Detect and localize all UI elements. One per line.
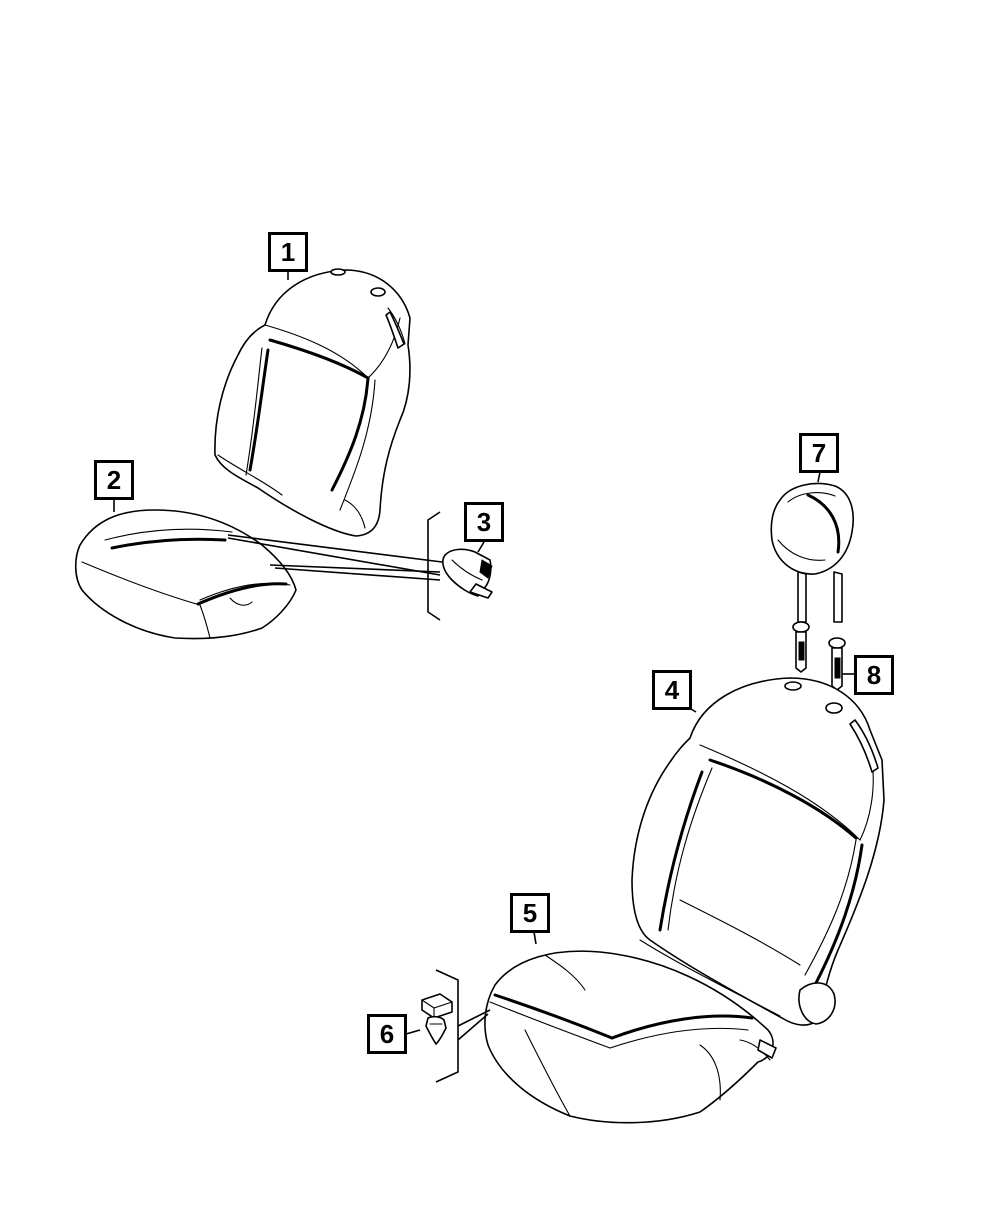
callout-8: 8 xyxy=(854,655,894,695)
part-5-seat-cushion xyxy=(484,950,777,1124)
callout-7: 7 xyxy=(799,433,839,473)
part-3-leader-lines xyxy=(227,534,443,581)
callout-2: 2 xyxy=(94,460,134,500)
callout-3-label: 3 xyxy=(476,507,492,537)
callout-6-label: 6 xyxy=(379,1019,395,1049)
callout-8-label: 8 xyxy=(866,660,882,690)
part-6-bracket xyxy=(435,969,491,1083)
part-3-bracket xyxy=(427,511,441,621)
callout-4-label: 4 xyxy=(664,675,680,705)
part-1-seat-back-cover xyxy=(214,268,411,537)
callout-5: 5 xyxy=(510,893,550,933)
part-8-headrest-guide xyxy=(792,621,846,691)
part-6-clip xyxy=(421,993,453,1045)
part-2-seat-cushion-cover xyxy=(74,509,297,640)
callout-1-label: 1 xyxy=(280,237,296,267)
callout-2-label: 2 xyxy=(106,465,122,495)
part-7-headrest xyxy=(770,482,854,623)
part-3-clip xyxy=(442,548,493,599)
part-4-seat-back xyxy=(631,677,885,1026)
callout-7-label: 7 xyxy=(811,438,827,468)
callout-3: 3 xyxy=(464,502,504,542)
callout-1: 1 xyxy=(268,232,308,272)
callout-5-label: 5 xyxy=(522,898,538,928)
callout-6: 6 xyxy=(367,1014,407,1054)
callout-4: 4 xyxy=(652,670,692,710)
